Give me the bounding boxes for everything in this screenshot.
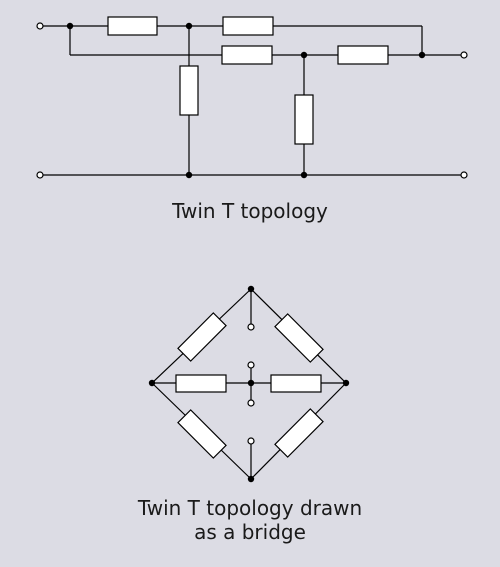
twin-t-junctions	[66, 22, 426, 179]
resistor-top-right	[222, 16, 274, 36]
resistor-top-left	[107, 16, 158, 36]
resistor-bridge-center-right	[270, 374, 322, 393]
bridge-caption-line1: Twin T topology drawn	[137, 496, 363, 520]
bridge-caption: Twin T topology drawn as a bridge	[0, 496, 500, 544]
resistor-bridge-lower-right	[274, 408, 324, 458]
bridge-circuit	[148, 285, 350, 483]
resistor-mid-left	[221, 45, 273, 65]
twin-t-wires	[40, 25, 464, 176]
resistor-bridge-upper-right	[274, 313, 324, 363]
twin-t-circuit	[36, 16, 468, 179]
bridge-terminals	[247, 323, 255, 445]
twin-t-caption-text: Twin T topology	[172, 199, 328, 223]
resistor-bridge-center-left	[175, 374, 227, 393]
resistor-shunt-right	[294, 94, 314, 145]
twin-t-caption: Twin T topology	[0, 199, 500, 223]
resistor-mid-right	[337, 45, 389, 65]
bridge-caption-line2: as a bridge	[194, 520, 306, 544]
resistor-bridge-upper-left	[177, 312, 227, 362]
resistor-shunt-left	[179, 65, 199, 116]
resistor-bridge-lower-left	[177, 409, 227, 459]
bridge-junctions	[148, 285, 350, 483]
twin-t-terminals	[36, 22, 468, 179]
